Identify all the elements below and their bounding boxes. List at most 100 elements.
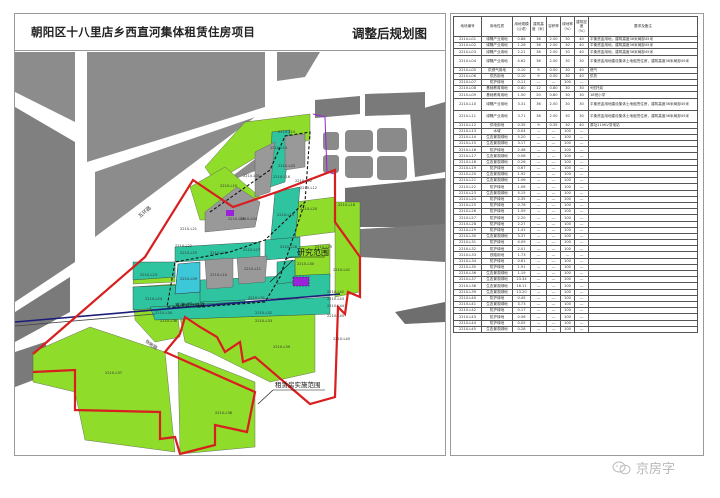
svg-text:2210-L19: 2210-L19 [277, 213, 295, 217]
svg-text:2210-L10: 2210-L10 [210, 273, 228, 277]
table-cell: 30 [560, 109, 575, 123]
teal-parcels[interactable] [132, 129, 331, 321]
page-subtitle: 调整后规划图 [351, 25, 427, 41]
svg-text:2210-L16: 2210-L16 [273, 175, 291, 179]
table-cell: 生态景观绿地 [481, 325, 513, 333]
svg-text:2210-L43: 2210-L43 [327, 297, 344, 301]
control-indicator-table: 地块编号 用地性质 用地规模（公顷） 建筑高度（米） 容积率 绿地率（%） 建筑… [450, 13, 704, 456]
table-cell: 2.50 [546, 97, 561, 111]
table-cell: 平衡资金用地建设集体土地租赁住房，建筑高度36米局部45米 [588, 109, 698, 123]
table-cell: 3.31 [512, 97, 531, 111]
svg-text:2210-L45: 2210-L45 [327, 314, 344, 318]
table-cell: 平衡资金用地建设集体土地租赁住房，建筑高度36米局部45米 [588, 97, 698, 111]
rental-boundary [32, 168, 362, 455]
table-cell: 36 [530, 97, 547, 111]
svg-text:2210-L44: 2210-L44 [327, 304, 345, 308]
table-cell: 3.71 [512, 109, 531, 123]
purple-facility [226, 210, 234, 216]
svg-text:2210-L24: 2210-L24 [145, 297, 163, 301]
table-cell: 2.50 [546, 54, 561, 68]
svg-text:2210-L32: 2210-L32 [255, 311, 272, 315]
svg-text:2210-L28: 2210-L28 [280, 245, 298, 249]
parcel-labels: 2210-L14 2210-L14 2210-L15 2210-L03 2210… [105, 130, 356, 415]
col-area: 用地规模（公顷） [512, 16, 531, 37]
svg-text:2210-L39: 2210-L39 [273, 345, 291, 349]
table-cell: 30 [574, 97, 589, 111]
svg-text:2210-L26: 2210-L26 [210, 251, 228, 255]
col-height: 建筑高度（米） [530, 16, 547, 37]
col-density: 建筑密度（%） [574, 16, 589, 37]
svg-text:2210-L06: 2210-L06 [228, 217, 246, 221]
table-cell: 30 [574, 109, 589, 123]
title-bar: 朝阳区十八里店乡西直河集体租赁住房项目 调整后规划图 [14, 13, 446, 51]
railway-label: 京津城际铁路 [175, 302, 205, 309]
table-cell: 36 [530, 54, 547, 68]
svg-text:2210-L23: 2210-L23 [140, 273, 157, 277]
svg-text:2210-L01: 2210-L01 [243, 174, 260, 178]
rental-area-label: 租赁房实施范围 [275, 380, 321, 389]
table-cell: 0.28 [512, 325, 531, 333]
cyan-parcel[interactable] [174, 261, 201, 295]
railway-line [15, 293, 341, 323]
wechat-icon [612, 461, 631, 474]
table-cell: 100 [560, 325, 575, 333]
study-area-label: 研究范围 [297, 247, 329, 257]
surrounding-blocks [15, 52, 445, 387]
svg-text:2210-L27: 2210-L27 [243, 248, 260, 252]
table-cell: 30 [560, 54, 575, 68]
watermark-text: 京房字 [636, 462, 676, 477]
col-far: 容积率 [546, 16, 561, 37]
svg-text:2210-L30: 2210-L30 [297, 262, 315, 266]
svg-text:2210-L22: 2210-L22 [175, 244, 192, 248]
svg-text:2210-L14: 2210-L14 [278, 130, 296, 134]
table-cell: 18班小学 [588, 91, 698, 99]
gray-parcels[interactable] [204, 133, 306, 290]
svg-text:2210-L42: 2210-L42 [327, 290, 344, 294]
table-cell: 2210-L11 [453, 109, 482, 123]
svg-text:2210-L12: 2210-L12 [300, 186, 317, 190]
svg-text:2210-L15: 2210-L15 [220, 184, 237, 188]
table-cell: 30 [560, 97, 575, 111]
svg-text:2210-L20: 2210-L20 [300, 207, 318, 211]
svg-text:2210-L04: 2210-L04 [240, 217, 258, 221]
planning-map[interactable]: 五环路 [15, 52, 445, 455]
page-title: 朝阳区十八里店乡西直河集体租赁住房项目 [31, 25, 256, 39]
svg-text:2210-L36: 2210-L36 [160, 319, 178, 323]
svg-text:2210-L31: 2210-L31 [248, 296, 265, 300]
table-cell: 2210-L04 [453, 54, 482, 68]
col-land-use: 用地性质 [481, 16, 513, 37]
table-cell: 绿隔产业用地 [481, 54, 513, 68]
col-notes: 要求及备注 [588, 16, 698, 37]
table-cell: 30 [574, 54, 589, 68]
svg-text:2210-L37: 2210-L37 [105, 371, 122, 375]
purple-substation [292, 276, 310, 287]
col-parcel-id: 地块编号 [453, 16, 482, 37]
svg-text:2210-L40: 2210-L40 [333, 337, 351, 341]
table-cell [588, 325, 698, 333]
table-cell: 2.50 [546, 109, 561, 123]
table-cell: 2210-L10 [453, 97, 482, 111]
svg-text:2210-L38: 2210-L38 [215, 411, 233, 415]
study-boundary [166, 131, 311, 308]
table-cell: 绿隔产业用地 [481, 109, 513, 123]
table-cell: 平衡资金用地建设集体土地租赁住房，建筑高度36米局部45米 [588, 54, 698, 68]
table-cell: — [530, 325, 547, 333]
svg-text:2210-L03: 2210-L03 [278, 164, 295, 168]
svg-text:2210-L02: 2210-L02 [295, 179, 312, 183]
svg-text:2210-L21: 2210-L21 [180, 227, 197, 231]
col-green-ratio: 绿地率（%） [560, 16, 575, 37]
svg-text:2210-L09: 2210-L09 [180, 277, 198, 281]
table-cell: — [574, 325, 589, 333]
table-cell: 2210-L45 [453, 325, 482, 333]
svg-text:2210-L29: 2210-L29 [315, 245, 333, 249]
table-cell: 绿隔产业用地 [481, 97, 513, 111]
